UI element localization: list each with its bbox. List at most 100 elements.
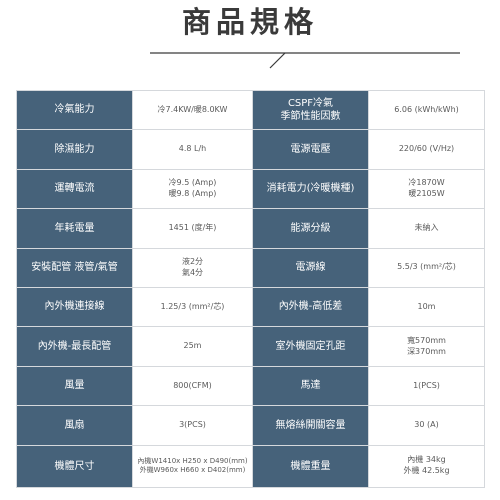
spec-label: 內外機-高低差: [252, 286, 369, 328]
spec-value: 4.8 L/h: [132, 129, 253, 170]
spec-label: 風量: [16, 365, 133, 407]
spec-value-line: 內機 34kg: [407, 455, 446, 465]
spec-label-line: 機體重量: [290, 460, 331, 472]
spec-label-line: 運轉電流: [54, 183, 95, 195]
spec-value: 30 (A): [368, 405, 485, 446]
table-row: 年耗電量 1451 (度/年) 能源分級 未納入: [16, 208, 485, 249]
spec-value-line: 6.06 (kWh/kWh): [394, 104, 459, 114]
spec-label: 內外機-最長配管: [16, 326, 133, 367]
spec-label-line: 風量: [64, 380, 85, 392]
spec-label: 機體尺寸: [16, 444, 133, 489]
spec-value: 液2分氣4分: [132, 247, 253, 288]
spec-value-line: 外機 42.5kg: [403, 466, 450, 476]
spec-value: 1451 (度/年): [132, 208, 253, 249]
spec-value-line: 800(CFM): [173, 380, 212, 390]
spec-label-line: 內外機連接線: [44, 301, 105, 313]
spec-label: 年耗電量: [16, 208, 133, 249]
spec-value-line: 冷9.5 (Amp): [168, 178, 217, 188]
table-row: 運轉電流 冷9.5 (Amp)暖9.8 (Amp) 消耗電力(冷暖機種) 冷1870W…: [16, 168, 485, 210]
spec-label-line: 能源分級: [290, 222, 331, 234]
spec-value: 25m: [132, 326, 253, 367]
spec-value-line: 液2分: [181, 256, 204, 266]
spec-value: 冷9.5 (Amp)暖9.8 (Amp): [132, 168, 253, 210]
spec-value-line: 內機W1410x H250 x D490(mm): [137, 456, 248, 465]
spec-label-line: 年耗電量: [54, 222, 95, 234]
table-row: 風扇 3(PCS) 無熔絲開關容量 30 (A): [16, 405, 485, 446]
title-underline-decoration: [150, 52, 460, 69]
spec-value-line: 冷1870W: [408, 178, 445, 188]
spec-label-line: 機體尺寸: [54, 460, 95, 472]
spec-label: 電源電壓: [252, 129, 369, 170]
spec-value-line: 1.25/3 (mm²/芯): [160, 301, 225, 311]
spec-value-line: 30 (A): [414, 419, 439, 429]
spec-value-line: 220/60 (V/Hz): [398, 144, 455, 154]
spec-label-line: 安裝配管 液管/氣管: [31, 262, 118, 273]
table-row: 冷氣能力 冷7.4KW/暖8.0KW CSPF冷氣季節性能因數 6.06 (kWh/k…: [16, 89, 485, 131]
spec-value-line: 1451 (度/年): [168, 222, 217, 232]
spec-value-line: 5.5/3 (mm²/芯): [397, 262, 456, 272]
spec-label-line: 室外機固定孔距: [275, 340, 346, 352]
spec-table-body: 冷氣能力 冷7.4KW/暖8.0KW CSPF冷氣季節性能因數 6.06 (kWh/k…: [16, 89, 485, 489]
spec-value-line: 暖9.8 (Amp): [168, 188, 217, 198]
spec-label: 室外機固定孔距: [252, 326, 369, 367]
spec-label-line: 電源電壓: [290, 143, 331, 155]
table-row: 風量 800(CFM) 馬達 1(PCS): [16, 365, 485, 407]
spec-value: 3(PCS): [132, 405, 253, 446]
spec-label-line: 內外機-最長配管: [37, 340, 112, 352]
spec-value-line: 4.8 L/h: [178, 144, 207, 154]
table-row: 安裝配管 液管/氣管 液2分氣4分 電源線 5.5/3 (mm²/芯): [16, 247, 485, 288]
spec-value: 未納入: [368, 208, 485, 249]
spec-value-line: 深370mm: [407, 346, 446, 356]
spec-value-line: 寬570mm: [407, 335, 446, 345]
spec-value-line: 氣4分: [181, 267, 204, 277]
spec-label: 機體重量: [252, 444, 369, 489]
spec-value: 1(PCS): [368, 365, 485, 407]
spec-value-line: 10m: [417, 301, 436, 311]
spec-label: 電源線: [252, 247, 369, 288]
spec-value-line: 25m: [183, 341, 202, 351]
spec-value: 5.5/3 (mm²/芯): [368, 247, 485, 288]
spec-value: 800(CFM): [132, 365, 253, 407]
spec-value-line: 暖2105W: [408, 188, 445, 198]
spec-label: 馬達: [252, 365, 369, 407]
spec-label: 無熔絲開關容量: [252, 405, 369, 446]
spec-value: 冷7.4KW/暖8.0KW: [132, 89, 253, 131]
spec-label-line: 內外機-高低差: [278, 301, 343, 313]
spec-table: 冷氣能力 冷7.4KW/暖8.0KW CSPF冷氣季節性能因數 6.06 (kWh/k…: [16, 89, 485, 489]
spec-label-line: 電源線: [295, 262, 326, 273]
spec-value: 內機W1410x H250 x D490(mm)外機W960x H660 x D…: [132, 444, 253, 489]
spec-value-line: 3(PCS): [179, 419, 206, 429]
spec-label-line: 冷氣能力: [54, 104, 95, 116]
spec-label: 內外機連接線: [16, 286, 133, 328]
page-title: 商品規格: [181, 5, 318, 39]
spec-value-line: 未納入: [414, 222, 439, 232]
spec-value: 10m: [368, 286, 485, 328]
spec-label-line: 季節性能因數: [280, 111, 341, 123]
spec-value-line: 1(PCS): [413, 380, 440, 390]
spec-value: 6.06 (kWh/kWh): [368, 89, 485, 131]
spec-label-line: 無熔絲開關容量: [275, 419, 346, 431]
spec-value: 220/60 (V/Hz): [368, 129, 485, 170]
spec-value-line: 冷7.4KW/暖8.0KW: [157, 104, 228, 114]
spec-label: 能源分級: [252, 208, 369, 249]
spec-label-line: 馬達: [300, 380, 321, 392]
spec-label-line: CSPF冷氣: [287, 97, 334, 109]
spec-label-line: 風扇: [64, 419, 85, 431]
spec-label: 冷氣能力: [16, 89, 133, 131]
table-row: 內外機連接線 1.25/3 (mm²/芯) 內外機-高低差 10m: [16, 286, 485, 328]
table-row: 機體尺寸 內機W1410x H250 x D490(mm)外機W960x H660…: [16, 444, 485, 489]
spec-label: 風扇: [16, 405, 133, 446]
spec-label-line: 消耗電力(冷暖機種): [266, 183, 355, 195]
spec-value-line: 外機W960x H660 x D402(mm): [139, 466, 246, 475]
spec-label: 除濕能力: [16, 129, 133, 170]
spec-value: 1.25/3 (mm²/芯): [132, 286, 253, 328]
table-row: 除濕能力 4.8 L/h 電源電壓 220/60 (V/Hz): [16, 129, 485, 170]
spec-label: 運轉電流: [16, 168, 133, 210]
spec-label-line: 除濕能力: [54, 143, 95, 155]
spec-label: 消耗電力(冷暖機種): [252, 168, 369, 210]
spec-label: CSPF冷氣季節性能因數: [252, 89, 369, 131]
